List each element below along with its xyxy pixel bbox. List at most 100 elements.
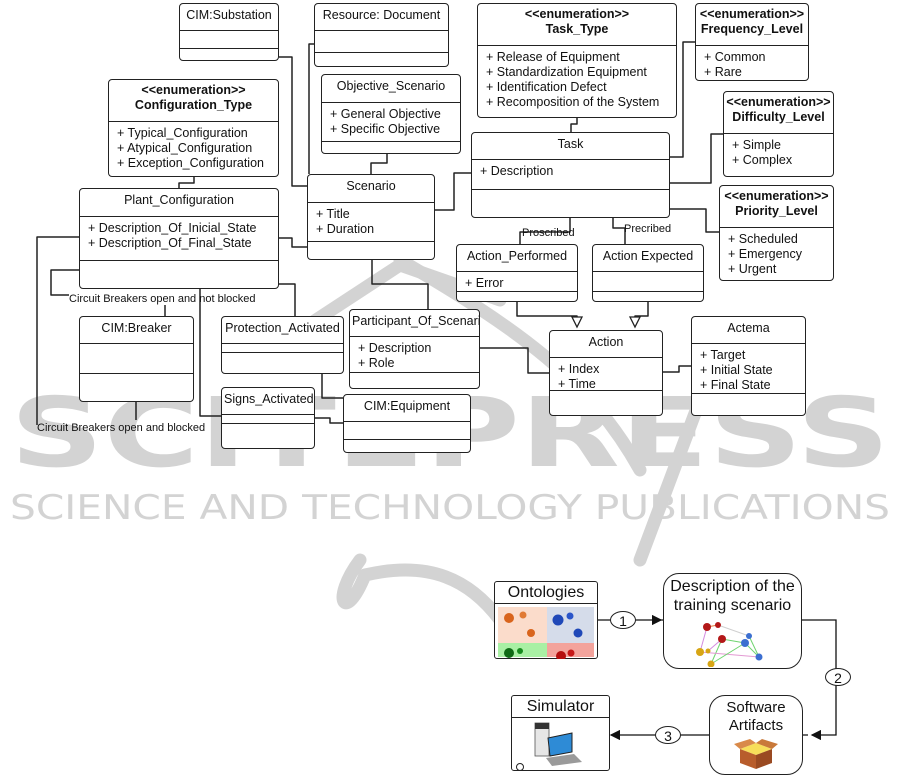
class-attribute: + Typical_Configuration [117, 126, 248, 140]
flow-step-2: 2 [825, 668, 851, 686]
conn-substation-scenario [279, 56, 307, 187]
class-attribute: + Title [316, 207, 350, 221]
class-header: Signs_Activated [222, 388, 314, 415]
class-header: CIM:Equipment [344, 395, 470, 422]
class-header: Scenario [308, 175, 434, 203]
class-attribute: + Initial State [700, 363, 773, 377]
class-header: Action [550, 331, 662, 358]
conn-tasktype-task [570, 118, 578, 132]
class-header: Objective_Scenario [322, 75, 460, 103]
class-name: Scenario [346, 179, 396, 193]
flow-node-ontologies: Ontologies [494, 581, 598, 661]
flow-node-title: Simulator [512, 696, 609, 718]
conn-document-scenario [308, 43, 314, 174]
class-attributes [222, 415, 314, 424]
conn-plant-signs [199, 289, 221, 417]
uml-class-configuration-type: <<enumeration>>Configuration_Type + Typic… [108, 79, 279, 177]
flow-node-description: Description of the training scenario [663, 573, 802, 669]
class-name: Signs_Activated [224, 392, 314, 406]
class-attribute: + General Objective [330, 107, 441, 121]
class-header: Action_Performed [457, 245, 577, 272]
class-attributes [344, 422, 470, 440]
class-attributes: + Title+ Duration [308, 203, 434, 242]
class-header: <<enumeration>>Priority_Level [720, 186, 833, 228]
uml-class-difficulty-level: <<enumeration>>Difficulty_Level+ Simple+… [723, 91, 834, 177]
class-name: Action Expected [602, 249, 694, 263]
conn-scenario-task [435, 172, 471, 211]
class-attributes: + Target+ Initial State+ Final State [692, 344, 805, 394]
uml-class-objective-scenario: Objective_Scenario+ General Objective+ S… [321, 74, 461, 154]
class-name: Actema [727, 321, 770, 335]
class-attributes: + Scheduled+ Emergency+ Urgent [720, 228, 833, 280]
package-box-icon [734, 739, 778, 769]
class-name: Objective_Scenario [336, 79, 446, 93]
conn-task-expected [612, 218, 626, 244]
conn-plant-scenario [279, 237, 307, 248]
class-name: Priority_Level [735, 204, 818, 218]
class-attribute: + Recomposition of the System [486, 95, 660, 109]
uml-class-cim-breaker: CIM:Breaker [79, 316, 194, 402]
conn-signs-equipment [315, 417, 343, 424]
class-name: Difficulty_Level [732, 110, 825, 124]
uml-class-participant-of-scenario: Participant_Of_Scenario+ Description+ Ro… [349, 309, 480, 389]
class-attributes: + Error [457, 272, 577, 292]
class-name: Plant_Configuration [124, 193, 234, 207]
uml-class-action-performed: Action_Performed + Error [456, 244, 578, 302]
flow-node-simulator: Simulator [511, 695, 610, 771]
class-name: Action [588, 335, 624, 349]
conn-priority-task [670, 208, 719, 233]
class-stereotype: <<enumeration>> [699, 7, 805, 21]
edge-label-proscribed: Proscribed [522, 227, 575, 239]
flow-node-title: Description of the training scenario [670, 578, 795, 614]
class-attribute: + Scheduled [728, 232, 798, 246]
class-attribute: + Emergency [728, 247, 802, 261]
class-header: <<enumeration>>Task_Type [478, 4, 676, 46]
uml-class-cim-substation: CIM:Substation [179, 3, 279, 61]
uml-class-signs-activated: Signs_Activated [221, 387, 315, 449]
conn-plant-breaker-notblocked [50, 269, 79, 296]
class-attribute: + Complex [732, 153, 793, 167]
class-header: <<enumeration>>Configuration_Type [109, 80, 278, 122]
class-header: <<enumeration>>Difficulty_Level [724, 92, 833, 134]
uml-class-action-expected: Action Expected [592, 244, 704, 302]
uml-class-frequency-level: <<enumeration>>Frequency_Level+ Common+ … [695, 3, 809, 81]
class-name: CIM:Equipment [363, 399, 451, 413]
flow-node-software-artifacts: Software Artifacts [709, 695, 803, 775]
uml-class-cim-equipment: CIM:Equipment [343, 394, 471, 453]
class-attribute: + Time [558, 377, 596, 391]
uml-class-actema: Actema + Target+ Initial State+ Final Sta… [691, 316, 806, 416]
class-name: Task [557, 137, 584, 151]
class-attribute: + Release of Equipment [486, 50, 620, 64]
class-attribute: + Standardization Equipment [486, 65, 647, 79]
class-stereotype: <<enumeration>> [726, 95, 831, 109]
class-attribute: + Description_Of_Final_State [88, 236, 252, 250]
class-attributes: + Description_Of_Inicial_State+ Descript… [80, 217, 278, 261]
class-attribute: + Role [358, 356, 395, 370]
ontology-clusters-icon [498, 607, 594, 661]
class-attribute: + Duration [316, 222, 375, 236]
generalization-arrowhead-icon [570, 316, 584, 329]
edge-label-breakers-blocked: Circuit Breakers open and blocked [37, 422, 206, 434]
class-header: Plant_Configuration [80, 189, 278, 217]
flow-node-title: Ontologies [495, 582, 597, 604]
class-stereotype: <<enumeration>> [724, 189, 829, 203]
class-header: CIM:Breaker [80, 317, 193, 344]
class-attribute: + Atypical_Configuration [117, 141, 253, 155]
class-attributes [222, 344, 343, 353]
class-attribute: + Error [465, 276, 504, 290]
class-attributes: + Release of Equipment+ Standardization … [478, 46, 676, 114]
conn-difficulty-task [670, 133, 723, 184]
class-attribute: + Urgent [728, 262, 777, 276]
class-name: CIM:Breaker [101, 321, 172, 335]
class-attributes: + Index+ Time [550, 358, 662, 391]
desktop-computer-icon [516, 722, 582, 771]
uml-class-task: Task+ Description [471, 132, 670, 218]
class-attributes [180, 31, 278, 49]
class-attributes: + Simple+ Complex [724, 134, 833, 172]
conn-participant-action [480, 347, 549, 374]
class-attribute: + Rare [704, 65, 742, 79]
conn-task-performed [519, 218, 571, 244]
class-attributes: + Description+ Role [350, 337, 479, 373]
class-name: Frequency_Level [700, 22, 804, 36]
class-name: Protection_Activated [225, 321, 340, 335]
